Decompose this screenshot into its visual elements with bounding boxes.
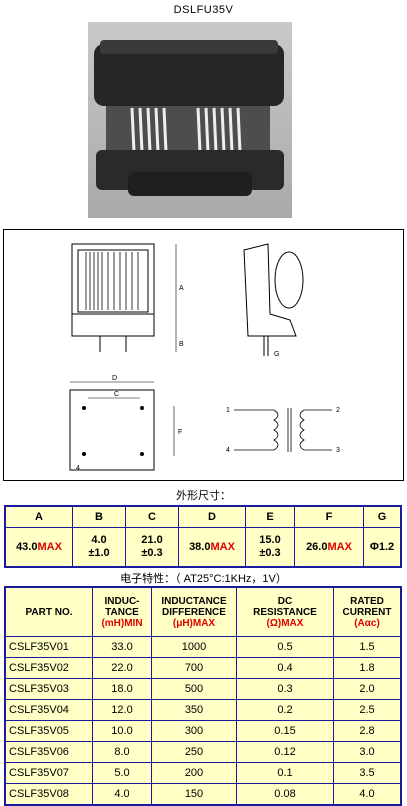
dim-value-c: 21.0±0.3 — [125, 527, 179, 568]
dim-header-b: B — [72, 505, 126, 528]
part-number: CSLF35V06 — [4, 741, 93, 763]
inductance-difference-value: 300 — [151, 720, 237, 742]
dim-value-f: 26.0MAX — [294, 527, 364, 568]
dc-resistance-value: 0.12 — [236, 741, 334, 763]
label-g: G — [274, 351, 279, 358]
table-row: CSLF35V04 12.0 350 0.2 2.5 — [4, 699, 402, 721]
part-number: CSLF35V08 — [4, 783, 93, 806]
rated-current-value: 1.5 — [333, 636, 402, 658]
dim-header-d: D — [178, 505, 246, 528]
dc-resistance-value: 0.15 — [236, 720, 334, 742]
inductance-difference-value: 350 — [151, 699, 237, 721]
dc-resistance-value: 0.5 — [236, 636, 334, 658]
inductor-photo-image — [94, 40, 284, 196]
dim-header-f: F — [294, 505, 364, 528]
inductance-value: 12.0 — [92, 699, 152, 721]
inductance-difference-value: 250 — [151, 741, 237, 763]
outline-drawing-svg: A B G D C F 4 1 2 4 3 — [69, 243, 340, 472]
schematic-pin-3: 3 — [336, 447, 340, 454]
inductance-value: 5.0 — [92, 762, 152, 784]
dc-resistance-value: 0.3 — [236, 678, 334, 700]
inductance-value: 8.0 — [92, 741, 152, 763]
dimensions-header-row: A B C D E F G — [4, 505, 402, 528]
dc-resistance-value: 0.4 — [236, 657, 334, 679]
part-number: CSLF35V07 — [4, 762, 93, 784]
rated-current-value: 1.8 — [333, 657, 402, 679]
dimensions-table: A B C D E F G 43.0MAX 4.0±1.0 21.0±0.3 3… — [4, 505, 402, 568]
product-title: DSLFU35V — [173, 4, 234, 16]
part-number: CSLF35V05 — [4, 720, 93, 742]
rated-current-value: 3.0 — [333, 741, 402, 763]
table-row: CSLF35V03 18.0 500 0.3 2.0 — [4, 678, 402, 700]
schematic-pin-2: 2 — [336, 407, 340, 414]
rated-current-value: 3.5 — [333, 762, 402, 784]
dim-header-c: C — [125, 505, 179, 528]
part-number: CSLF35V03 — [4, 678, 93, 700]
part-number: CSLF35V04 — [4, 699, 93, 721]
inductance-value: 33.0 — [92, 636, 152, 658]
rated-current-value: 4.0 — [333, 783, 402, 806]
inductance-difference-value: 150 — [151, 783, 237, 806]
label-a: A — [179, 285, 184, 292]
dc-resistance-value: 0.2 — [236, 699, 334, 721]
rated-current-value: 2.0 — [333, 678, 402, 700]
dim-header-e: E — [245, 505, 295, 528]
table-row: CSLF35V06 8.0 250 0.12 3.0 — [4, 741, 402, 763]
label-b: B — [179, 341, 184, 348]
inductance-difference-value: 500 — [151, 678, 237, 700]
dim-header-g: G — [363, 505, 402, 528]
part-number: CSLF35V01 — [4, 636, 93, 658]
dim-header-a: A — [4, 505, 73, 528]
pin-4-label: 4 — [76, 465, 80, 472]
dim-value-g: Φ1.2 — [363, 527, 402, 568]
inductance-value: 22.0 — [92, 657, 152, 679]
table-row: CSLF35V02 22.0 700 0.4 1.8 — [4, 657, 402, 679]
table-row: CSLF35V01 33.0 1000 0.5 1.5 — [4, 636, 402, 658]
dc-resistance-value: 0.08 — [236, 783, 334, 806]
dim-value-d: 38.0MAX — [178, 527, 246, 568]
dimensions-caption: 外形尺寸： — [176, 490, 231, 502]
part-number: CSLF35V02 — [4, 657, 93, 679]
electrical-caption: 电子特性：（ AT25°C:1KHz，1V） — [120, 573, 287, 585]
inductance-value: 10.0 — [92, 720, 152, 742]
table-row: CSLF35V08 4.0 150 0.08 4.0 — [4, 783, 402, 806]
header-part-no: PART NO. — [4, 586, 93, 637]
inductance-difference-value: 700 — [151, 657, 237, 679]
inductance-difference-value: 200 — [151, 762, 237, 784]
dimensions-value-row: 43.0MAX 4.0±1.0 21.0±0.3 38.0MAX 15.0±0.… — [4, 527, 402, 568]
label-d: D — [112, 375, 117, 382]
inductance-difference-value: 1000 — [151, 636, 237, 658]
header-inductance: INDUC-TANCE(mH)MIN — [92, 586, 152, 637]
dim-value-e: 15.0±0.3 — [245, 527, 295, 568]
label-c: C — [114, 391, 119, 398]
schematic-pin-1: 1 — [226, 407, 230, 414]
rated-current-value: 2.5 — [333, 699, 402, 721]
inductance-value: 18.0 — [92, 678, 152, 700]
rated-current-value: 2.8 — [333, 720, 402, 742]
product-photo — [88, 22, 292, 218]
dim-value-b: 4.0±1.0 — [72, 527, 126, 568]
table-row: CSLF35V07 5.0 200 0.1 3.5 — [4, 762, 402, 784]
schematic-pin-4: 4 — [226, 447, 230, 454]
inductance-value: 4.0 — [92, 783, 152, 806]
dc-resistance-value: 0.1 — [236, 762, 334, 784]
dim-value-a: 43.0MAX — [4, 527, 73, 568]
dimension-drawing: A B G D C F 4 1 2 4 3 — [3, 229, 404, 481]
table-row: CSLF35V05 10.0 300 0.15 2.8 — [4, 720, 402, 742]
label-f: F — [178, 429, 182, 436]
